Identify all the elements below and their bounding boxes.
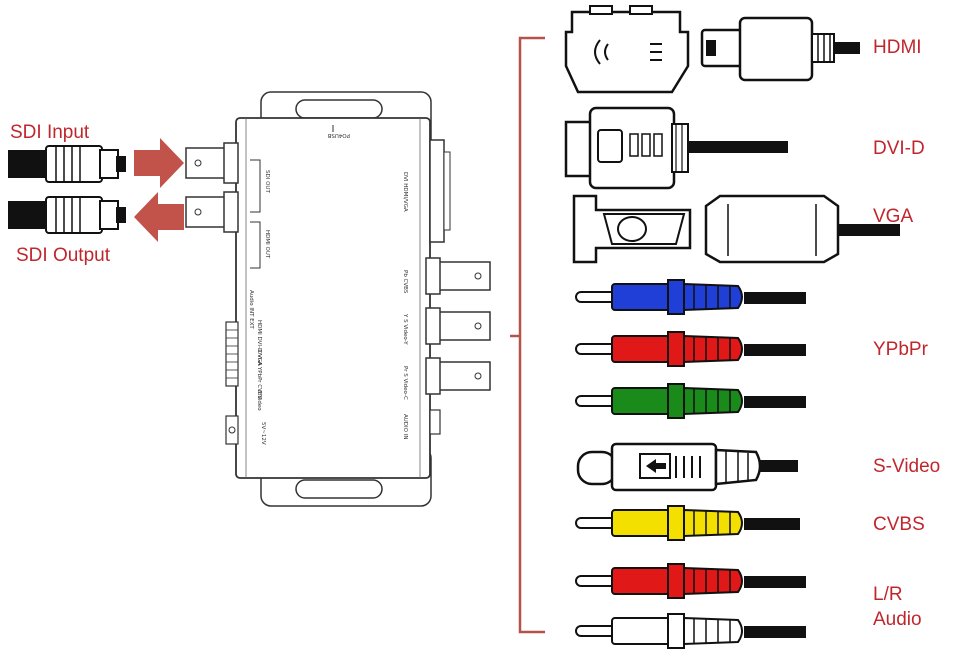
sdi-input-arrow [134,138,184,188]
vga-connector [572,194,900,264]
rca-red-cable-audio [575,563,806,599]
connector-bracket [510,36,545,634]
hdmi-label: HDMI [873,37,922,58]
device-top-label: PO4USB [327,132,350,138]
dip-label-1: Audio INT EXT [248,290,254,329]
power-label: 5V~12V [260,422,266,445]
sdi-input-label: SDI Input [10,122,90,143]
rca-blue-cable [575,279,806,315]
sdi-input-cable [8,145,126,183]
rca-green-cable [575,383,806,419]
audio-label-line2: Audio [873,609,922,630]
dvi-d-label: DVI-D [873,138,925,159]
rca-red-cable-ypbpr [575,331,806,367]
rca-yellow-cable [575,505,800,541]
vga-label: VGA [873,206,914,227]
cvbs-label: CVBS [873,514,925,535]
rca-white-cable-audio [575,613,806,649]
pr-port-label: Pr S Video-C [402,366,408,400]
y-port-label: Y S Video-Y [402,313,408,345]
hdmi-out-label: HDMI OUT [264,230,270,259]
audio-label-line1: L/R [873,584,903,605]
sdi-out-label: SDI OUT [264,170,270,193]
svideo-label: S-Video [873,456,941,477]
dip-label-4: S Video [256,390,262,411]
converter-device [185,91,491,507]
sdi-output-cable [8,196,126,234]
dip-label-3: DVI-A YPbPr CVBS [256,350,262,400]
pb-port-label: Pb CVBS [402,270,408,294]
sdi-output-arrow [134,192,184,242]
dvi-port-label: DVI HDMI/VGA [402,172,408,212]
sdi-output-label: SDI Output [16,245,110,266]
dip-label-2: HDMI DVI-D VGA [256,320,262,366]
dvi-d-connector [564,106,788,190]
hdmi-connector [564,5,860,94]
svideo-connector [576,442,798,492]
audio-in-label: AUDIO IN [402,414,408,439]
ypbpr-label: YPbPr [873,339,928,360]
